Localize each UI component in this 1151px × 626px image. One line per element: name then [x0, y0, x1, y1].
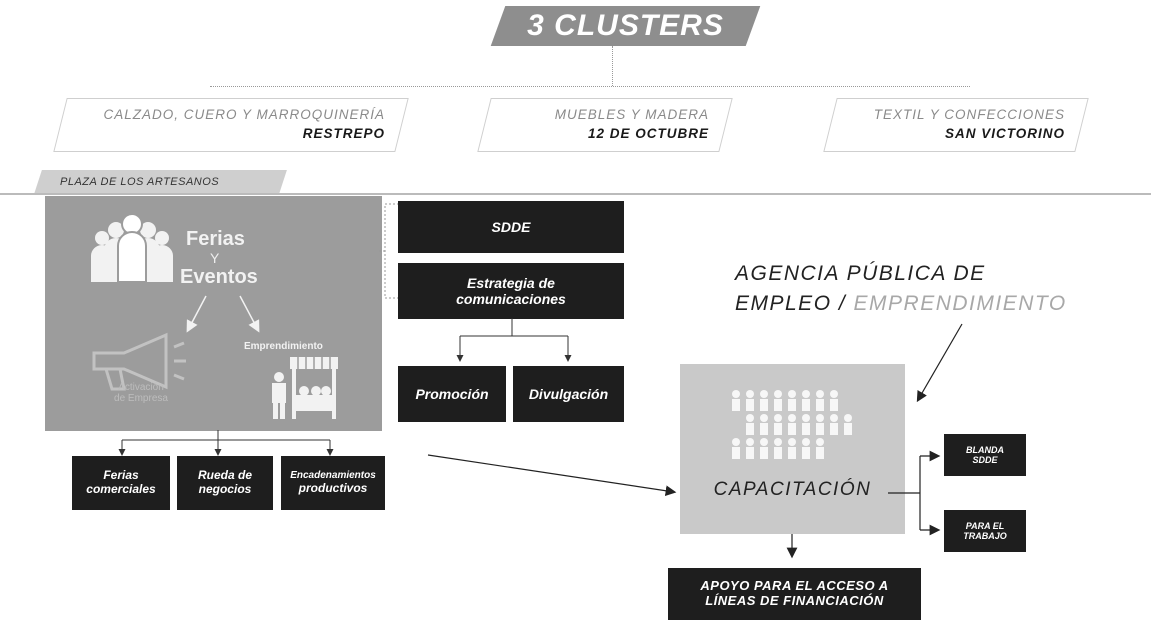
blanda-sdde-box: BLANDA SDDE: [944, 434, 1026, 476]
box-line2: comerciales: [86, 482, 156, 496]
cluster-san-victorino: TEXTIL Y CONFECCIONES SAN VICTORINO: [830, 98, 1065, 150]
estrategia-box: Estrategia de comunicaciones: [398, 263, 624, 319]
plaza-divider-line: [0, 193, 1151, 195]
crowd-icon: [732, 390, 852, 459]
para-trabajo-line1: PARA EL: [965, 520, 1005, 531]
ferias-label: Ferias: [186, 228, 245, 250]
activacion-line2: de Empresa: [114, 393, 168, 404]
clusters-divider-line: [210, 86, 970, 87]
emprendimiento-panel-label: Emprendimiento: [244, 341, 323, 352]
y-label: Y: [210, 250, 220, 266]
cluster-sub-label: CALZADO, CUERO Y MARROQUINERÍA: [103, 107, 385, 122]
box-line2: productivos: [298, 480, 368, 495]
encadenamientos-box: Encadenamientos productivos: [281, 456, 385, 510]
title-connector: [612, 46, 613, 86]
divulgacion-box: Divulgación: [513, 366, 624, 422]
cluster-restrepo: CALZADO, CUERO Y MARROQUINERÍA RESTREPO: [60, 98, 385, 150]
box-line1: Rueda de: [197, 468, 252, 483]
plaza-label: PLAZA DE LOS ARTESANOS: [60, 176, 220, 188]
box-line2: negocios: [198, 482, 252, 496]
panel-arrows: [186, 295, 260, 333]
sdde-box: SDDE: [398, 201, 624, 253]
agency-line2-dark: EMPLEO /: [735, 292, 847, 315]
estrategia-line1: Estrategia de: [467, 274, 555, 291]
blanda-line2: SDDE: [972, 455, 998, 465]
bottom-connectors: [118, 430, 334, 456]
agency-line1: AGENCIA PÚBLICA DE: [735, 262, 986, 285]
cluster-sub-label: TEXTIL Y CONFECCIONES: [873, 107, 1065, 122]
activacion-line1: Activación: [118, 382, 164, 393]
ferias-comerciales-box: Ferias comerciales: [72, 456, 170, 510]
apoyo-financiacion-box: APOYO PARA EL ACCESO A LÍNEAS DE FINANCI…: [668, 568, 921, 620]
capacitacion-label: CAPACITACIÓN: [713, 479, 872, 500]
apoyo-line1: APOYO PARA EL ACCESO A: [700, 578, 889, 594]
agency-line2-light: EMPRENDIMIENTO: [853, 292, 1067, 315]
market-stall-icon: [272, 357, 338, 419]
agency-line2: EMPLEO / EMPRENDIMIENTO: [735, 289, 1067, 319]
activacion-label: Activación de Empresa: [96, 382, 186, 404]
cluster-main-label: 12 DE OCTUBRE: [587, 126, 709, 141]
eventos-label: Eventos: [180, 266, 258, 288]
cluster-main-label: RESTREPO: [302, 126, 385, 141]
agency-title: AGENCIA PÚBLICA DE EMPLEO / EMPRENDIMIEN…: [735, 259, 1067, 319]
cluster-main-label: SAN VICTORINO: [944, 126, 1065, 141]
cluster-sub-label: MUEBLES Y MADERA: [554, 107, 709, 122]
para-trabajo-line2: TRABAJO: [963, 531, 1007, 541]
promocion-box: Promoción: [398, 366, 506, 422]
megaphone-icon: [92, 332, 186, 391]
people-group-icon: [91, 213, 173, 283]
estrategia-line2: comunicaciones: [456, 291, 566, 307]
panel-bracket: [377, 203, 399, 299]
rueda-negocios-box: Rueda de negocios: [177, 456, 273, 510]
para-trabajo-box: PARA EL TRABAJO: [944, 510, 1026, 552]
blanda-line1: BLANDA: [966, 444, 1004, 455]
page-title: 3 CLUSTERS: [527, 9, 724, 42]
estrategia-connectors: [456, 318, 572, 362]
box-line1: Encadenamientos: [290, 470, 376, 482]
box-line1: Ferias: [103, 468, 139, 483]
apoyo-line2: LÍNEAS DE FINANCIACIÓN: [705, 593, 884, 608]
cluster-12-octubre: MUEBLES Y MADERA 12 DE OCTUBRE: [484, 98, 709, 150]
